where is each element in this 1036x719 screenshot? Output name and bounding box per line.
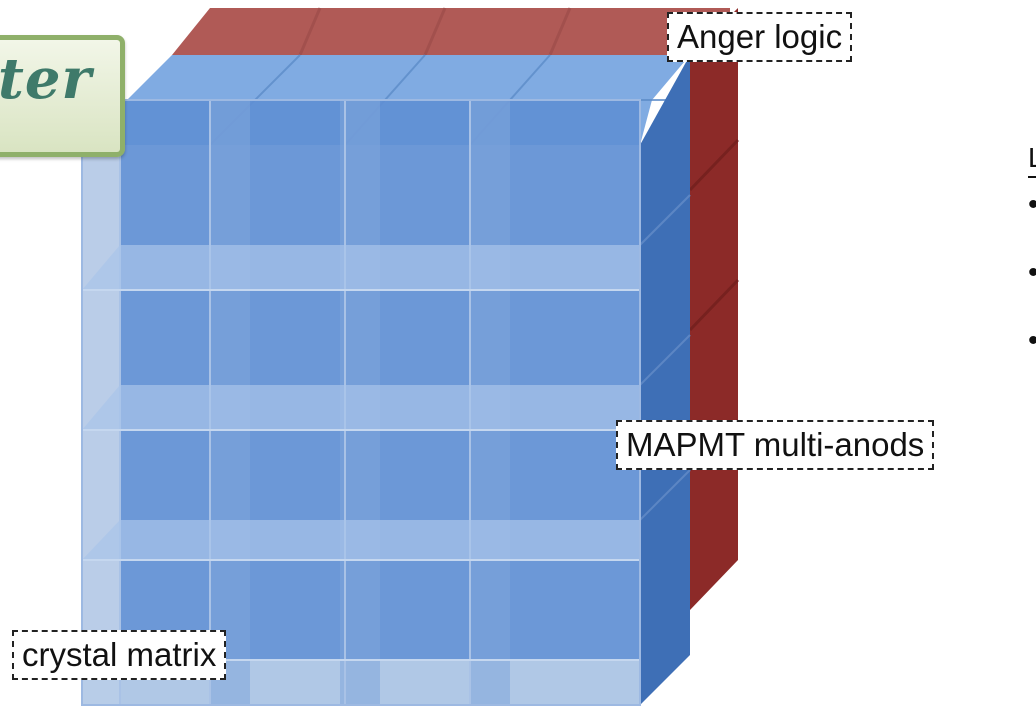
bullet-icon: • <box>1028 258 1036 288</box>
bullet-icon: • <box>1028 326 1036 356</box>
crystal-layer-shelves <box>82 245 640 560</box>
bullet-icon: • <box>1028 190 1036 220</box>
logo-text: ter <box>0 46 92 112</box>
crystal-side-row-lines <box>639 194 691 521</box>
anger-logic-top-grid <box>298 7 572 56</box>
logo-badge: ter <box>0 35 125 157</box>
anger-logic-side-layer <box>690 8 738 610</box>
crystal-side-face <box>640 55 690 705</box>
mapmt-label: MAPMT multi-anods <box>616 420 935 470</box>
crystal-outline <box>81 99 641 706</box>
cropped-heading: L <box>1028 142 1036 178</box>
anger-logic-top-layer <box>172 8 730 55</box>
anger-logic-label: Anger logic <box>667 12 853 62</box>
crystal-matrix-label: crystal matrix <box>12 630 227 680</box>
